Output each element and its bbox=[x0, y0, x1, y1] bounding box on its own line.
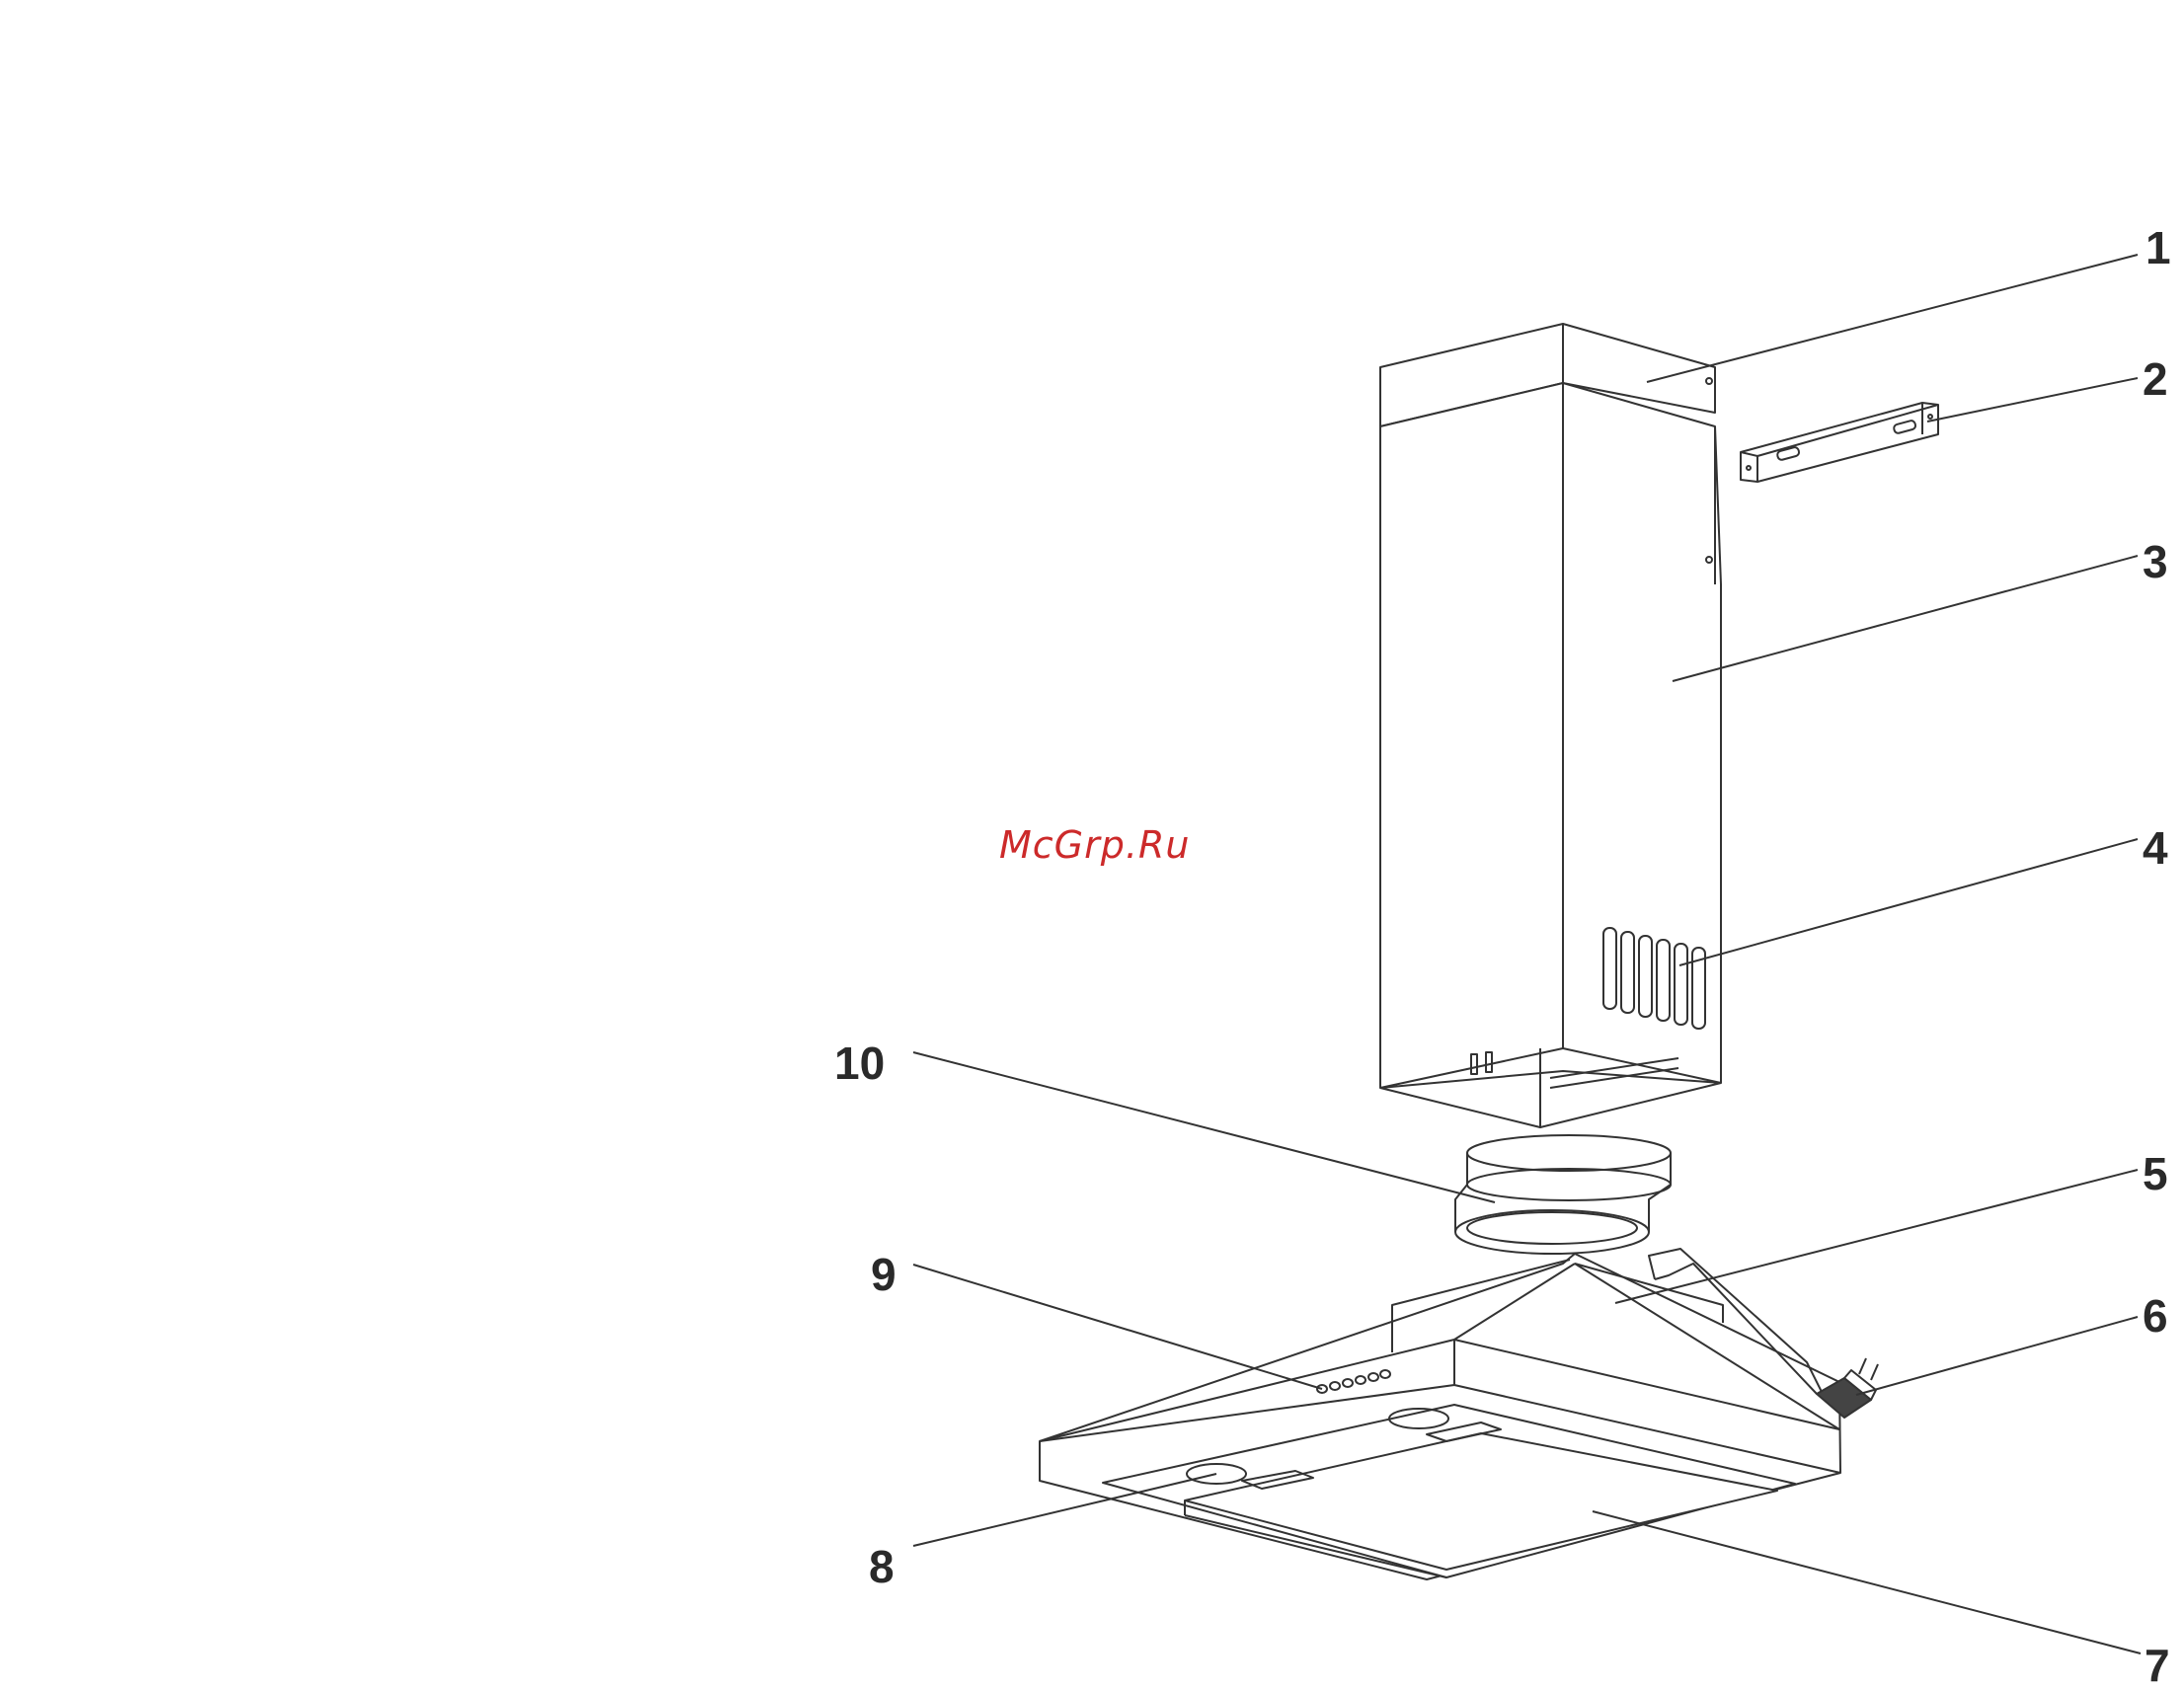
callout-9: 9 bbox=[871, 1252, 897, 1297]
callout-1: 1 bbox=[2145, 225, 2171, 270]
callout-5: 5 bbox=[2143, 1151, 2168, 1196]
callout-3: 3 bbox=[2143, 539, 2168, 584]
callout-10: 10 bbox=[834, 1040, 885, 1086]
callout-6: 6 bbox=[2143, 1293, 2168, 1339]
wall-bracket bbox=[1741, 403, 1938, 482]
air-outlet-collar bbox=[1455, 1135, 1671, 1254]
callout-8: 8 bbox=[869, 1544, 895, 1589]
watermark: McGrp.Ru bbox=[999, 823, 1190, 867]
callout-4: 4 bbox=[2143, 825, 2168, 871]
callout-2: 2 bbox=[2143, 356, 2168, 402]
callout-7: 7 bbox=[2145, 1643, 2170, 1688]
